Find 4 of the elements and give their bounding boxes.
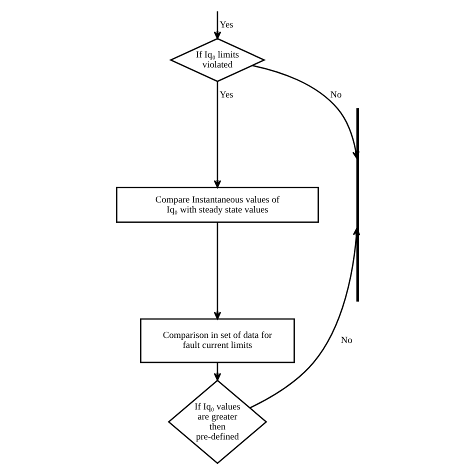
edge-label: Yes	[219, 20, 233, 30]
edge-label: No	[330, 90, 342, 101]
edge-label: Yes	[219, 90, 233, 101]
edge-label: No	[340, 336, 352, 346]
